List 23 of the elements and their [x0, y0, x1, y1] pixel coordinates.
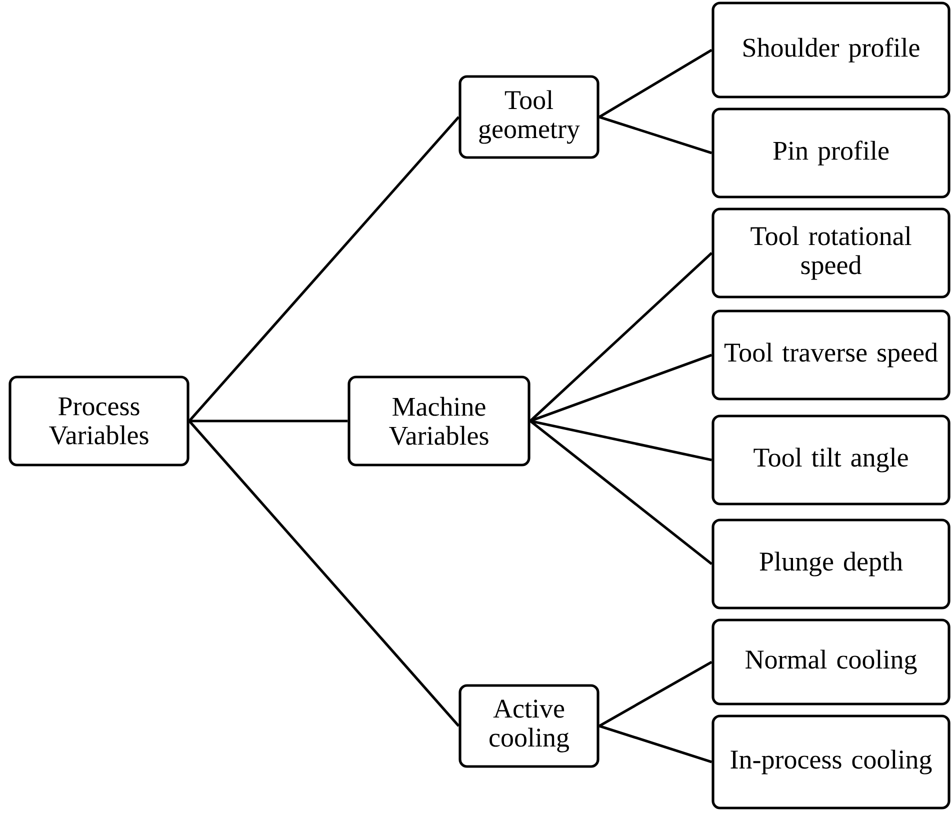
process-box: Shoulder profile: [712, 2, 950, 98]
process-box: Tool tilt angle: [712, 414, 950, 506]
connector-line: [598, 660, 712, 728]
process-box: Active cooling: [458, 684, 600, 768]
process-box: Pin profile: [712, 108, 950, 198]
process-box: Process Variables: [8, 376, 190, 466]
connector-line: [188, 420, 460, 727]
process-box: Plunge depth: [712, 518, 950, 610]
connector-line: [188, 116, 460, 422]
connector-line: [530, 420, 712, 566]
process-box: Tool geometry: [458, 75, 600, 159]
connector-line: [530, 354, 712, 422]
connector-line: [529, 252, 713, 422]
connector-line: [598, 116, 712, 154]
process-box: Normal cooling: [712, 618, 950, 706]
process-box: Tool traverse speed: [712, 310, 950, 400]
process-box: Machine Variables: [348, 376, 530, 466]
connector-line: [598, 724, 712, 764]
connector-line: [598, 48, 712, 118]
process-box: In-process cooling: [712, 714, 950, 810]
process-box: Tool rotational speed: [712, 208, 950, 298]
connector-line: [530, 420, 712, 462]
connector-line: [189, 420, 348, 422]
